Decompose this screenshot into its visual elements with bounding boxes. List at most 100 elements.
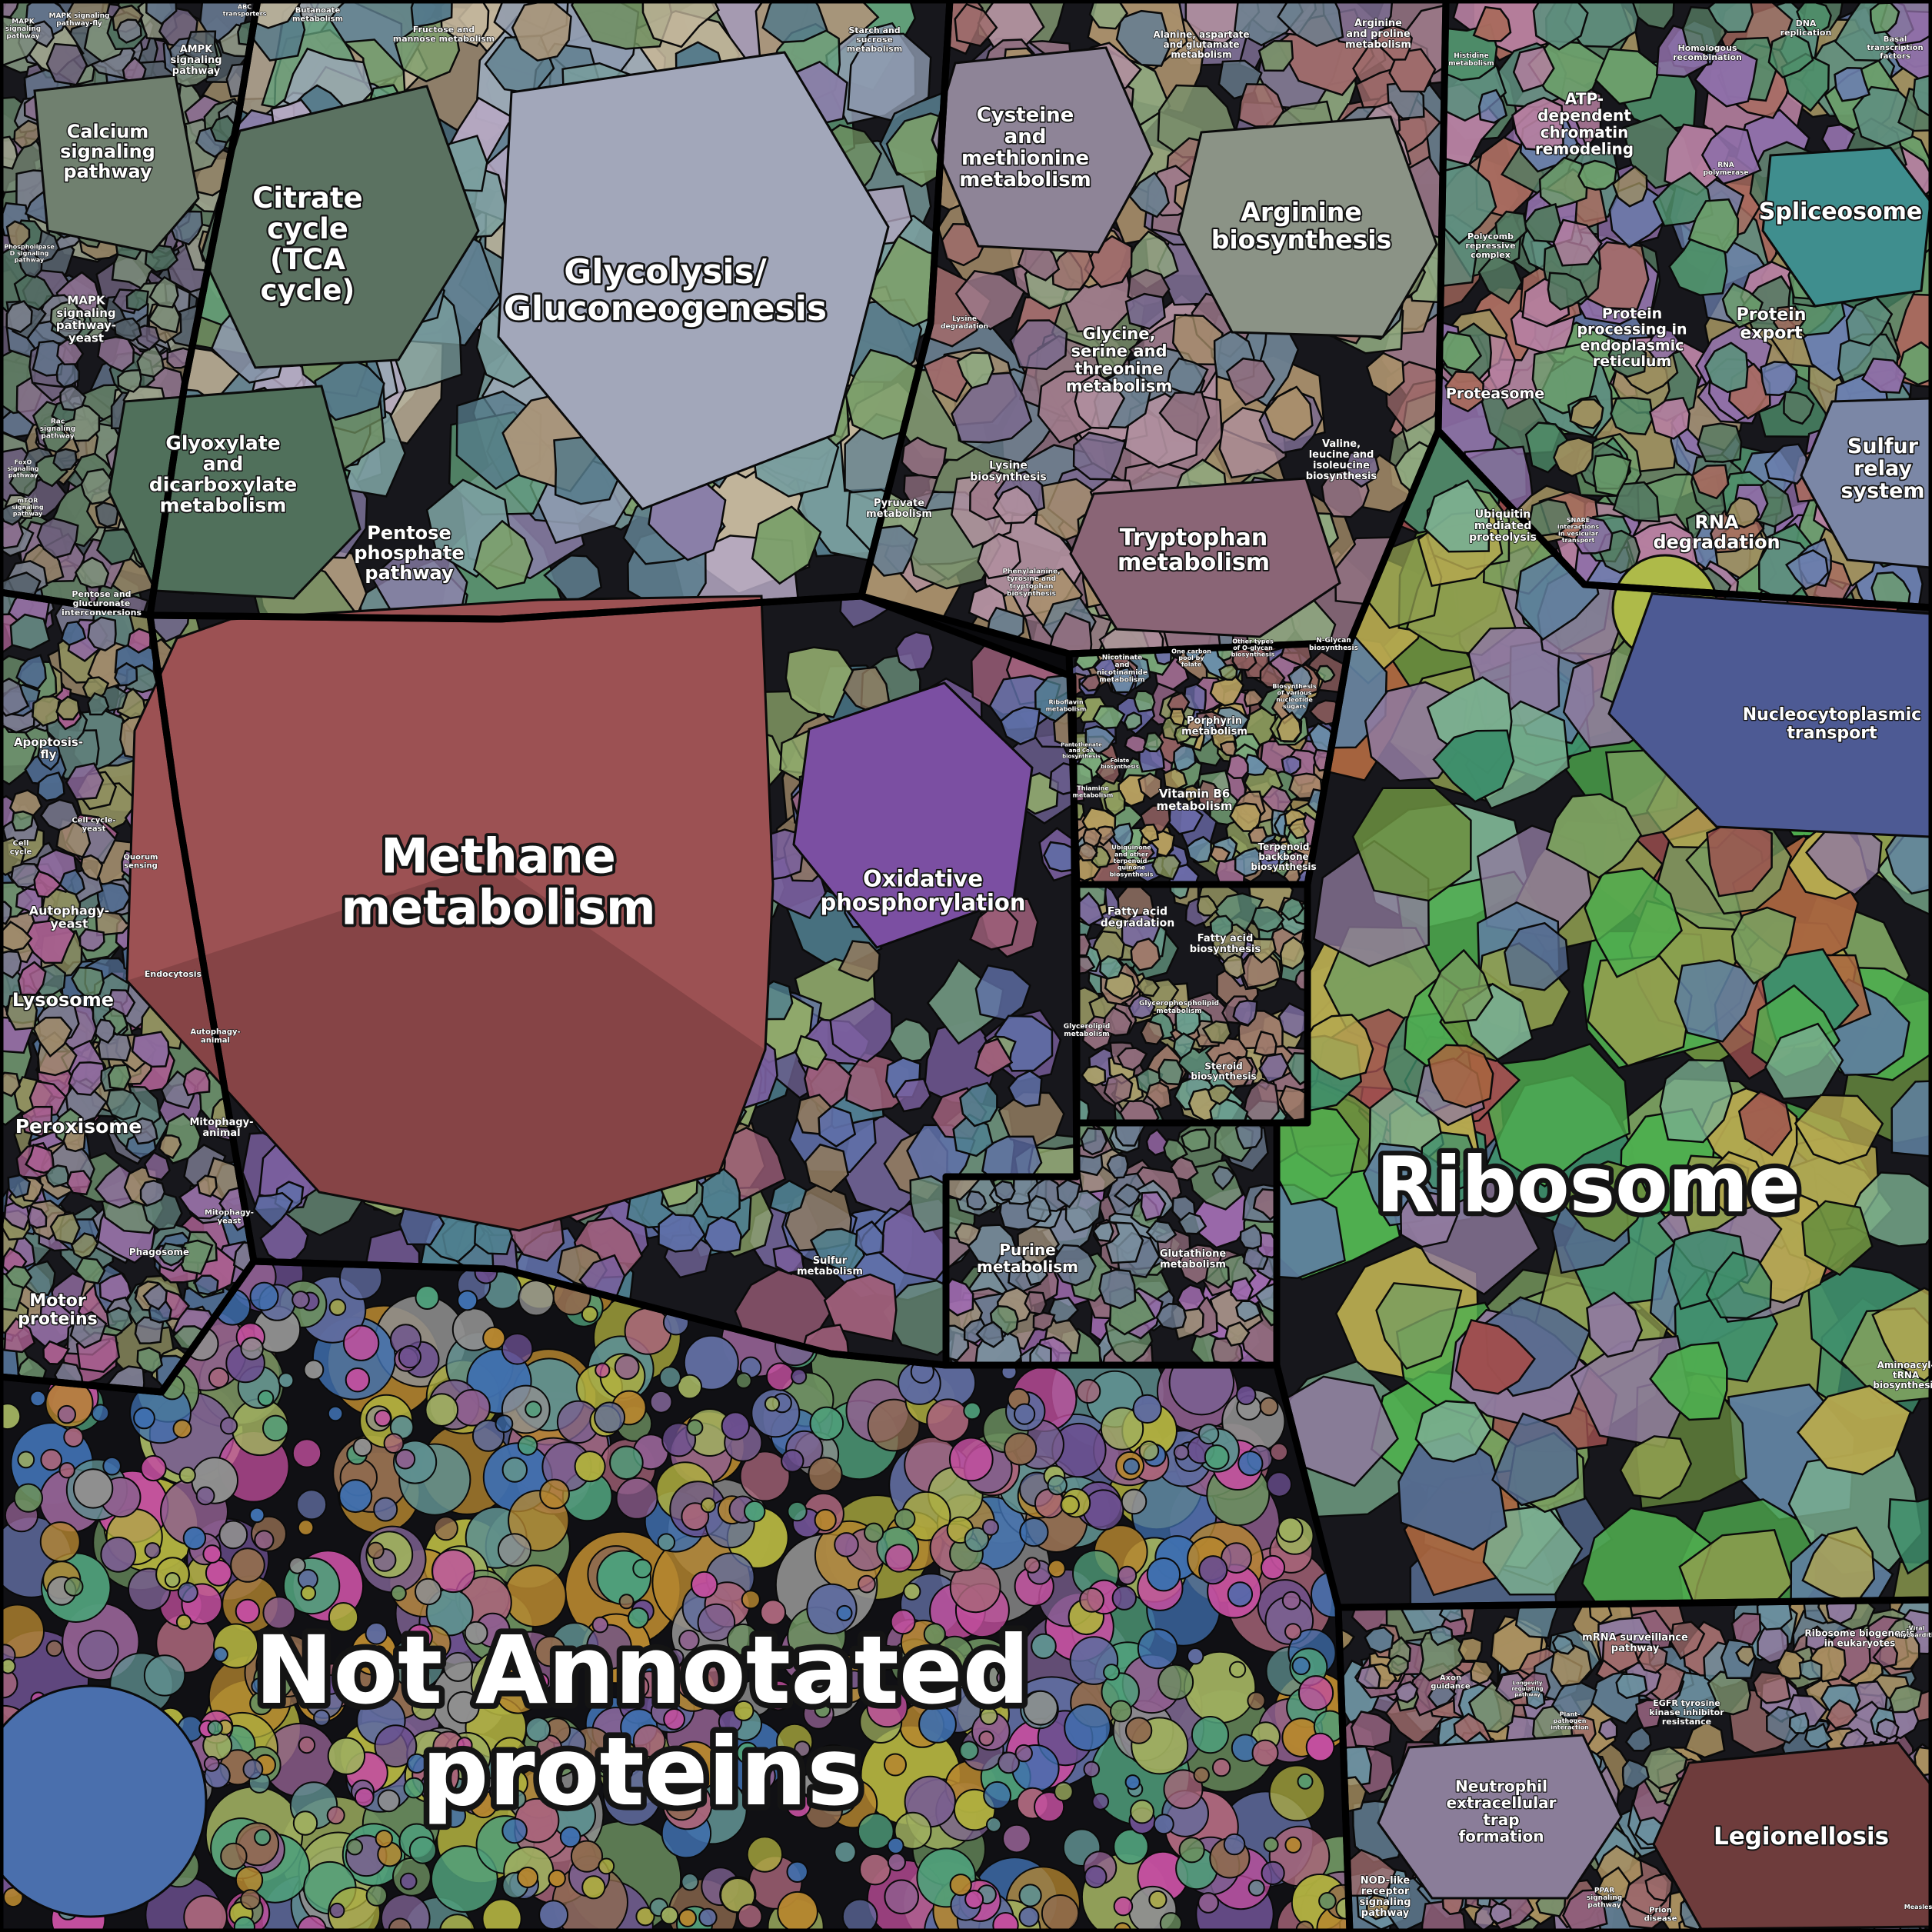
mosaic-cell [1083,1760,1101,1778]
mosaic-cell [36,743,62,771]
mosaic-cell [1297,1675,1334,1711]
pathway-label-59: Peroxisome [15,1115,142,1138]
mosaic-cell [1080,1127,1108,1156]
mosaic-cell [574,1451,606,1483]
mosaic-cell [841,1898,878,1932]
mosaic-cell [1852,85,1919,148]
mosaic-cell [21,1105,53,1138]
mosaic-cell [49,1211,81,1246]
mosaic-cell [408,1836,438,1864]
pathway-label-1: Ribosome [1376,1140,1800,1230]
mosaic-cell [32,1016,73,1058]
mosaic-cell [649,1390,673,1414]
mosaic-cell [1054,1781,1074,1802]
mosaic-cell [686,1419,704,1436]
pathway-label-11: Legionellosis [1714,1823,1889,1850]
mosaic-cell [375,1830,393,1848]
mosaic-cell [1284,1623,1302,1641]
mosaic-cell [300,1585,317,1601]
mosaic-cell [1193,1767,1210,1784]
mosaic-cell [1607,338,1647,378]
mosaic-cell [1721,282,1764,329]
mosaic-cell [1386,1654,1409,1677]
mosaic-cell [13,119,43,149]
mosaic-cell [142,1282,168,1311]
mosaic-cell [1257,39,1294,72]
mosaic-cell [1700,125,1762,185]
mosaic-cell [1002,1824,1031,1854]
mosaic-cell [809,1406,844,1441]
mosaic-cell [641,0,720,48]
mosaic-cell [632,1558,652,1579]
mosaic-cell [974,964,1031,1021]
mosaic-cell [525,1401,542,1418]
mosaic-cell [1344,450,1380,488]
mosaic-cell [618,1594,635,1610]
mosaic-cell [248,1507,265,1524]
mosaic-cell [1592,453,1632,497]
mosaic-cell [114,661,138,687]
mosaic-cell [100,1536,137,1573]
mosaic-cell [1236,1384,1257,1406]
mosaic-cell [29,1390,47,1407]
mosaic-cell [97,335,135,373]
mosaic-cell [956,351,995,389]
mosaic-cell [136,1346,163,1374]
mosaic-cell [1477,88,1508,124]
mosaic-cell [345,1367,371,1393]
mosaic-cell [1687,198,1740,254]
mosaic-cell [28,20,55,48]
mosaic-cell [1834,66,1871,102]
mosaic-cell [1140,1019,1164,1046]
mosaic-cell [107,1064,132,1091]
mosaic-cell [288,1557,306,1574]
mosaic-cell [660,1906,679,1925]
mosaic-cell [27,1205,48,1229]
mosaic-cell [595,1362,611,1378]
mosaic-cell [1018,1884,1042,1907]
mosaic-cell [158,1242,186,1267]
mosaic-cell [1784,549,1830,591]
mosaic-cell [36,517,79,559]
mosaic-cell [383,1433,405,1454]
mosaic-cell [262,1414,289,1442]
mosaic-cell [42,1340,71,1365]
mosaic-cell [497,1533,532,1567]
mosaic-cell [481,1898,522,1932]
mosaic-cell [1457,1637,1484,1662]
mosaic-cell [398,1345,422,1369]
mosaic-cell [1113,1828,1149,1865]
mosaic-cell [1019,1517,1049,1547]
mosaic-cell [1218,664,1238,681]
mosaic-cell [548,1869,566,1888]
mosaic-cell [327,1405,344,1422]
mosaic-cell [737,1904,763,1930]
mosaic-cell [1165,357,1209,396]
mosaic-cell [136,345,165,378]
mosaic-cell [518,1280,555,1317]
mosaic-cell [395,1448,416,1470]
mosaic-cell [839,596,893,628]
mosaic-cell [425,1393,459,1427]
mosaic-cell [9,613,51,651]
mosaic-cell [158,1134,182,1160]
mosaic-cell [365,1884,388,1907]
mosaic-cell [1291,1656,1311,1676]
mosaic-cell [698,1907,718,1927]
mosaic-cell [977,532,1021,580]
mosaic-cell [373,1497,398,1522]
mosaic-cell [1268,1764,1326,1822]
mosaic-cell [829,997,894,1063]
mosaic-cell [1247,1879,1265,1897]
mosaic-cell [328,1298,347,1316]
mosaic-cell [538,1900,569,1930]
mosaic-cell [240,1337,264,1361]
mosaic-cell [1783,391,1815,425]
mosaic-cell [859,1853,891,1886]
